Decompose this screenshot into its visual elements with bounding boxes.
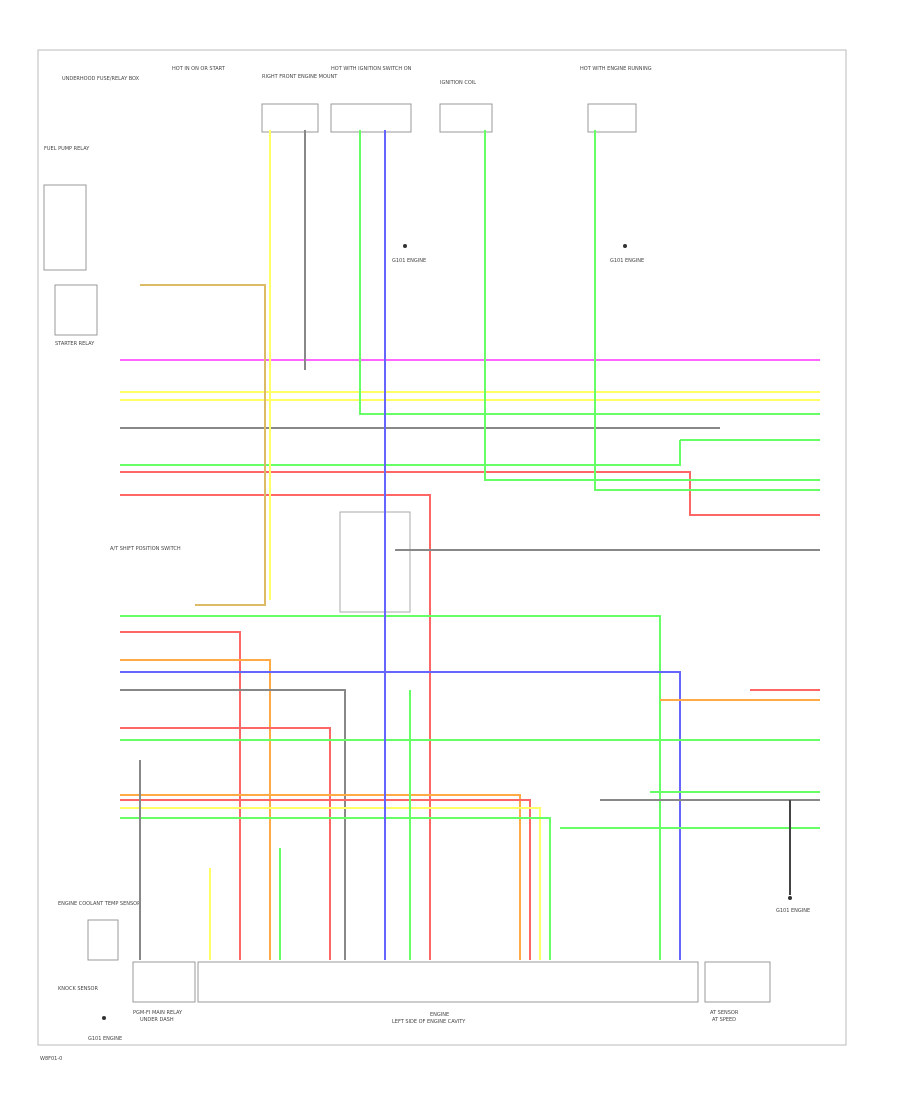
ground-label-2: G101 ENGINE — [610, 258, 644, 264]
top-label-5: IGNITION COIL — [440, 80, 476, 86]
top-components — [261, 103, 637, 133]
component-box-3 — [439, 103, 493, 133]
right-bottom-name: AT SENSOR — [710, 1010, 739, 1016]
top-label-4: HOT WITH IGNITION SWITCH ON — [331, 66, 412, 72]
left-label-3: A/T SHIFT POSITION SWITCH — [110, 546, 181, 552]
ground-dot-4 — [102, 1016, 106, 1020]
component-box-1 — [261, 103, 319, 133]
ecu-name: ENGINE — [430, 1012, 449, 1018]
left-label-2: STARTER RELAY — [55, 341, 95, 347]
wire-tan-26 — [140, 284, 266, 606]
ecu-connector — [197, 961, 699, 1003]
right-bottom-box — [704, 961, 771, 1003]
top-label-6: HOT WITH ENGINE RUNNING — [580, 66, 652, 72]
left-label-5: KNOCK SENSOR — [58, 986, 98, 992]
wires — [120, 130, 820, 960]
component-box-2 — [330, 103, 412, 133]
wire-yellow-20 — [120, 807, 541, 960]
ground-label-4: G101 ENGINE — [88, 1036, 122, 1042]
top-label-1: UNDERHOOD FUSE/RELAY BOX — [62, 76, 140, 82]
left-bottom-box — [132, 961, 196, 1003]
wire-green-25 — [484, 130, 820, 481]
left-relays — [43, 184, 119, 961]
right-bottom-location: AT SPEED — [712, 1017, 736, 1023]
wire-green-21 — [120, 817, 551, 960]
top-label-2: HOT IN ON OR START — [172, 66, 226, 72]
left-bottom-name: PGM-FI MAIN RELAY — [133, 1010, 183, 1016]
wire-red-12 — [120, 631, 241, 960]
relay-box-2 — [54, 284, 98, 336]
wire-red-19 — [120, 799, 531, 960]
wire-green-11 — [120, 615, 661, 960]
wire-red-8 — [120, 471, 820, 516]
ecu-location: LEFT SIDE OF ENGINE CAVITY — [392, 1019, 466, 1025]
left-bottom-location: UNDER DASH — [140, 1017, 174, 1023]
wire-blue-14 — [120, 671, 681, 960]
bottom-module: ENGINE LEFT SIDE OF ENGINE CAVITY PGM-FI… — [132, 961, 771, 1025]
wire-green-24 — [594, 130, 820, 491]
footer-code: W8F01-0 — [40, 1056, 62, 1062]
top-component-labels: UNDERHOOD FUSE/RELAY BOX HOT IN ON OR ST… — [62, 66, 652, 86]
ground-dot-1 — [403, 244, 407, 248]
wire-orange-13 — [120, 659, 271, 960]
wire-red-9 — [120, 494, 431, 960]
ground-dot-2 — [623, 244, 627, 248]
ground-dot-3 — [788, 896, 792, 900]
ground-label-3: G101 ENGINE — [776, 908, 810, 914]
middle-junction — [339, 511, 411, 613]
top-label-3: RIGHT FRONT ENGINE MOUNT — [262, 74, 338, 80]
component-box-4 — [587, 103, 637, 133]
wire-green-4 — [359, 130, 820, 415]
wire-gray-15 — [120, 689, 346, 960]
grounds: G101 ENGINE G101 ENGINE G101 ENGINE G101… — [88, 244, 810, 1042]
sensor-box — [87, 919, 119, 961]
relay-box-1 — [43, 184, 87, 271]
wire-green-7 — [120, 440, 681, 466]
left-label-4: ENGINE COOLANT TEMP SENSOR — [58, 901, 141, 907]
wire-orange-18 — [120, 794, 521, 960]
diagram-border — [37, 49, 847, 1046]
ground-label-1: G101 ENGINE — [392, 258, 426, 264]
left-label-1: FUEL PUMP RELAY — [44, 146, 90, 152]
wire-red-16 — [120, 727, 331, 960]
left-labels: FUEL PUMP RELAY STARTER RELAY A/T SHIFT … — [44, 146, 181, 992]
